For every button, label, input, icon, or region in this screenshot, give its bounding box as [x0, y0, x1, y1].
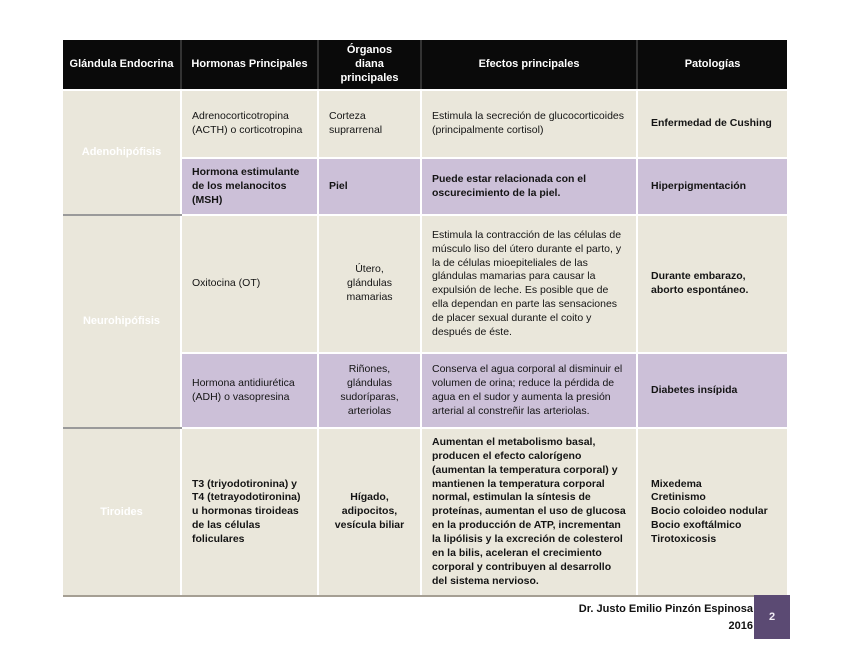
gland-cell-tiroides: Tiroides	[63, 428, 182, 598]
column-header-pathologies: Patologías	[637, 40, 787, 92]
column-header-gland: Glándula Endocrina	[63, 40, 182, 92]
table-row: Neurohipófisis Oxitocina (OT) Útero, glá…	[63, 215, 787, 430]
page-number: 2	[768, 611, 776, 623]
hormone-cell: Hormona antidiurética (ADH) o vasopresin…	[181, 353, 319, 430]
footer-credit: Dr. Justo Emilio Pinzón Espinosa 2016	[579, 601, 753, 634]
hormone-cell: Hormona estimulante de los melanocitos (…	[181, 158, 319, 217]
organ-cell: Hígado, adipocitos, vesícula biliar	[318, 428, 422, 598]
gland-cell-neurohipofisis: Neurohipófisis	[63, 215, 182, 430]
footer-author: Dr. Justo Emilio Pinzón Espinosa	[578, 603, 753, 615]
effect-cell: Puede estar relacionada con el oscurecim…	[421, 158, 638, 217]
gland-cell-adenohipofisis: Adenohipófisis	[63, 90, 182, 217]
organ-cell: Piel	[318, 158, 422, 217]
column-header-target-organs: Órganos diana principales	[318, 40, 422, 92]
effect-cell: Aumentan el metabolismo basal, producen …	[421, 428, 638, 598]
effect-cell: Estimula la contracción de las células d…	[421, 215, 638, 355]
footer-year: 2016	[728, 619, 753, 632]
pathology-cell: Enfermedad de Cushing	[637, 90, 787, 160]
column-header-hormones: Hormonas Principales	[181, 40, 319, 92]
organ-cell: Útero, glándulas mamarias	[318, 215, 422, 355]
organ-cell: Riñones, glándulas sudoríparas, arteriol…	[318, 353, 422, 430]
effect-cell: Conserva el agua corporal al disminuir e…	[421, 353, 638, 430]
header-row: Glándula Endocrina Hormonas Principales …	[63, 40, 787, 92]
pathology-cell: Diabetes insípida	[637, 353, 787, 430]
table-row: Hormona antidiurética (ADH) o vasopresin…	[63, 353, 787, 430]
hormone-cell: T3 (triyodotironina) y T4 (tetrayodotiro…	[181, 428, 319, 598]
table-row: Tiroides T3 (triyodotironina) y T4 (tetr…	[63, 428, 787, 598]
hormone-cell: Oxitocina (OT)	[181, 215, 319, 355]
organ-cell: Corteza suprarrenal	[318, 90, 422, 160]
page-number-badge: 2	[754, 595, 790, 639]
effect-cell: Estimula la secreción de glucocorticoide…	[421, 90, 638, 160]
table-row: Adenohipófisis Adrenocorticotropina (ACT…	[63, 90, 787, 217]
pathology-cell: Hiperpigmentación	[637, 158, 787, 217]
pathology-cell: Mixedema Cretinismo Bocio coloideo nodul…	[637, 428, 787, 598]
endocrine-gland-table: Glándula Endocrina Hormonas Principales …	[63, 40, 787, 598]
column-header-effects: Efectos principales	[421, 40, 638, 92]
hormone-cell: Adrenocorticotropina (ACTH) o corticotro…	[181, 90, 319, 160]
table-row: Hormona estimulante de los melanocitos (…	[63, 158, 787, 217]
pathology-cell: Durante embarazo, aborto espontáneo.	[637, 215, 787, 355]
